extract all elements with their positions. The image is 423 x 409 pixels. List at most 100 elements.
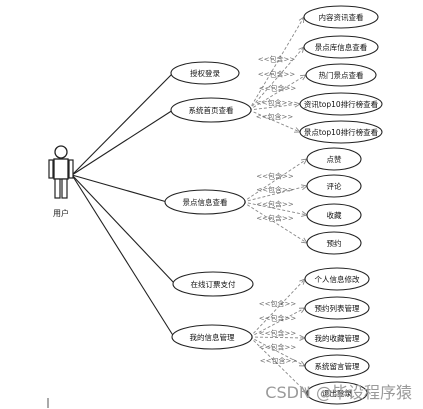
included-use-case-c13: 系统留言管理 (304, 354, 370, 378)
include-label-c11: <<包含>> (259, 314, 297, 323)
actor-user: 用户 (48, 145, 74, 218)
include-line-c5 (248, 109, 301, 133)
included-use-case-c1: 内容资讯查看 (303, 5, 379, 29)
included-use-case-label-c11: 预约列表管理 (315, 303, 360, 313)
include-label-c13: <<包含>> (259, 343, 297, 352)
include-label-c6: <<包含>> (256, 172, 294, 181)
included-use-case-label-c3: 热门景点查看 (319, 70, 364, 80)
include-line-c7 (242, 185, 308, 203)
use-case-ellipse-scenic (164, 189, 246, 215)
actor-left-arm (48, 159, 54, 179)
included-use-case-c7: 评论 (306, 174, 362, 198)
include-line-c13 (249, 336, 306, 367)
included-use-case-c5: 景点top10排行榜查看 (299, 120, 383, 144)
included-use-case-ellipse-c4 (299, 92, 383, 116)
included-use-case-c9: 预约 (306, 231, 362, 255)
use-case-ellipse-login (170, 61, 240, 85)
use-case-label-scenic: 景点信息查看 (183, 197, 228, 207)
included-use-case-ellipse-c14 (306, 381, 368, 405)
association-lines (71, 72, 176, 338)
included-use-case-ellipse-c8 (306, 203, 362, 227)
included-use-case-c11: 预约列表管理 (304, 296, 370, 320)
include-line-c8 (242, 201, 308, 216)
included-use-case-label-c4: 资讯top10排行榜查看 (304, 99, 379, 109)
included-use-case-c4: 资讯top10排行榜查看 (299, 92, 383, 116)
included-use-case-label-c9: 预约 (327, 238, 342, 248)
include-label-c10: <<包含>> (259, 299, 297, 308)
actor-body (53, 158, 69, 180)
use-case-home: 系统首页查看 (170, 97, 252, 123)
included-use-case-c14: 退出登录 (306, 381, 368, 405)
use-case-label-pay: 在线订票支付 (191, 279, 236, 289)
include-label-c2: <<包含>> (258, 70, 296, 79)
included-use-case-c3: 热门景点查看 (305, 63, 377, 87)
included-use-case-ellipse-c9 (306, 231, 362, 255)
include-line-c9 (242, 201, 308, 244)
included-use-case-ellipse-c1 (303, 5, 379, 29)
included-use-case-ellipse-c12 (304, 326, 370, 350)
association-pay (71, 174, 176, 285)
actor-right-arm (68, 159, 74, 179)
included-use-case-ellipse-c10 (304, 267, 370, 291)
include-line-c10 (249, 278, 306, 338)
included-use-case-label-c14: 退出登录 (322, 388, 352, 398)
included-use-case-ellipse-c11 (304, 296, 370, 320)
include-line-c12 (249, 336, 306, 339)
use-case-scenic: 景点信息查看 (164, 189, 246, 215)
actor-right-leg (61, 178, 68, 199)
include-line-c2 (248, 46, 305, 111)
include-line-c3 (248, 74, 307, 111)
included-use-case-c2: 景点库信息查看 (303, 35, 379, 59)
included-use-case-ellipse-c5 (299, 120, 383, 144)
use-case-label-home: 系统首页查看 (189, 105, 234, 115)
use-case-ellipse-pay (172, 271, 254, 297)
association-home (71, 109, 174, 176)
use-case-label-mine: 我的信息管理 (190, 332, 235, 342)
actor-label: 用户 (53, 208, 69, 218)
included-use-case-ellipse-c2 (303, 35, 379, 59)
included-use-case-label-c6: 点赞 (327, 154, 342, 164)
include-label-c12: <<包含>> (259, 329, 297, 338)
use-case-ellipse-home (170, 97, 252, 123)
included-use-case-c6: 点赞 (306, 147, 362, 171)
included-use-case-label-c10: 个人信息修改 (315, 274, 360, 284)
actor-left-leg (54, 178, 61, 199)
include-label-c5: <<包含>> (256, 112, 294, 121)
included-use-case-c8: 收藏 (306, 203, 362, 227)
watermark: CSDN @毕设程序猿 (265, 383, 412, 402)
included-use-case-label-c12: 我的收藏管理 (315, 333, 360, 343)
use-case-pay: 在线订票支付 (172, 271, 254, 297)
use-case-login: 授权登录 (170, 61, 240, 85)
include-line-c14 (249, 336, 308, 394)
include-label-c4: <<包含>> (256, 98, 294, 107)
included-use-case-label-c5: 景点top10排行榜查看 (304, 127, 379, 137)
included-use-case-c10: 个人信息修改 (304, 267, 370, 291)
included-use-case-label-c7: 评论 (327, 181, 342, 191)
include-label-c14: <<包含>> (260, 356, 298, 365)
included-use-case-ellipse-c6 (306, 147, 362, 171)
use-case-mine: 我的信息管理 (171, 324, 253, 350)
include-label-c7: <<包含>> (256, 185, 294, 194)
association-scenic (71, 174, 168, 203)
association-login (71, 72, 174, 176)
include-label-c1: <<包含>> (258, 55, 296, 64)
include-label-c3: <<包含>> (259, 84, 297, 93)
use-case-ellipse-mine (171, 324, 253, 350)
include-label-c9: <<包含>> (256, 214, 294, 223)
included-use-case-c12: 我的收藏管理 (304, 326, 370, 350)
include-line-c6 (242, 158, 308, 203)
included-use-case-label-c2: 景点库信息查看 (315, 42, 368, 52)
use-case-label-login: 授权登录 (190, 68, 220, 78)
include-line-c11 (249, 307, 306, 338)
included-use-case-ellipse-c13 (304, 354, 370, 378)
included-use-case-ellipse-c7 (306, 174, 362, 198)
include-line-c1 (248, 16, 305, 111)
association-mine (71, 174, 175, 338)
included-use-case-label-c13: 系统留言管理 (315, 361, 360, 371)
include-label-c8: <<包含>> (256, 200, 294, 209)
actor-head (54, 145, 68, 159)
included-use-case-ellipse-c3 (305, 63, 377, 87)
included-use-case-label-c1: 内容资讯查看 (319, 12, 364, 22)
